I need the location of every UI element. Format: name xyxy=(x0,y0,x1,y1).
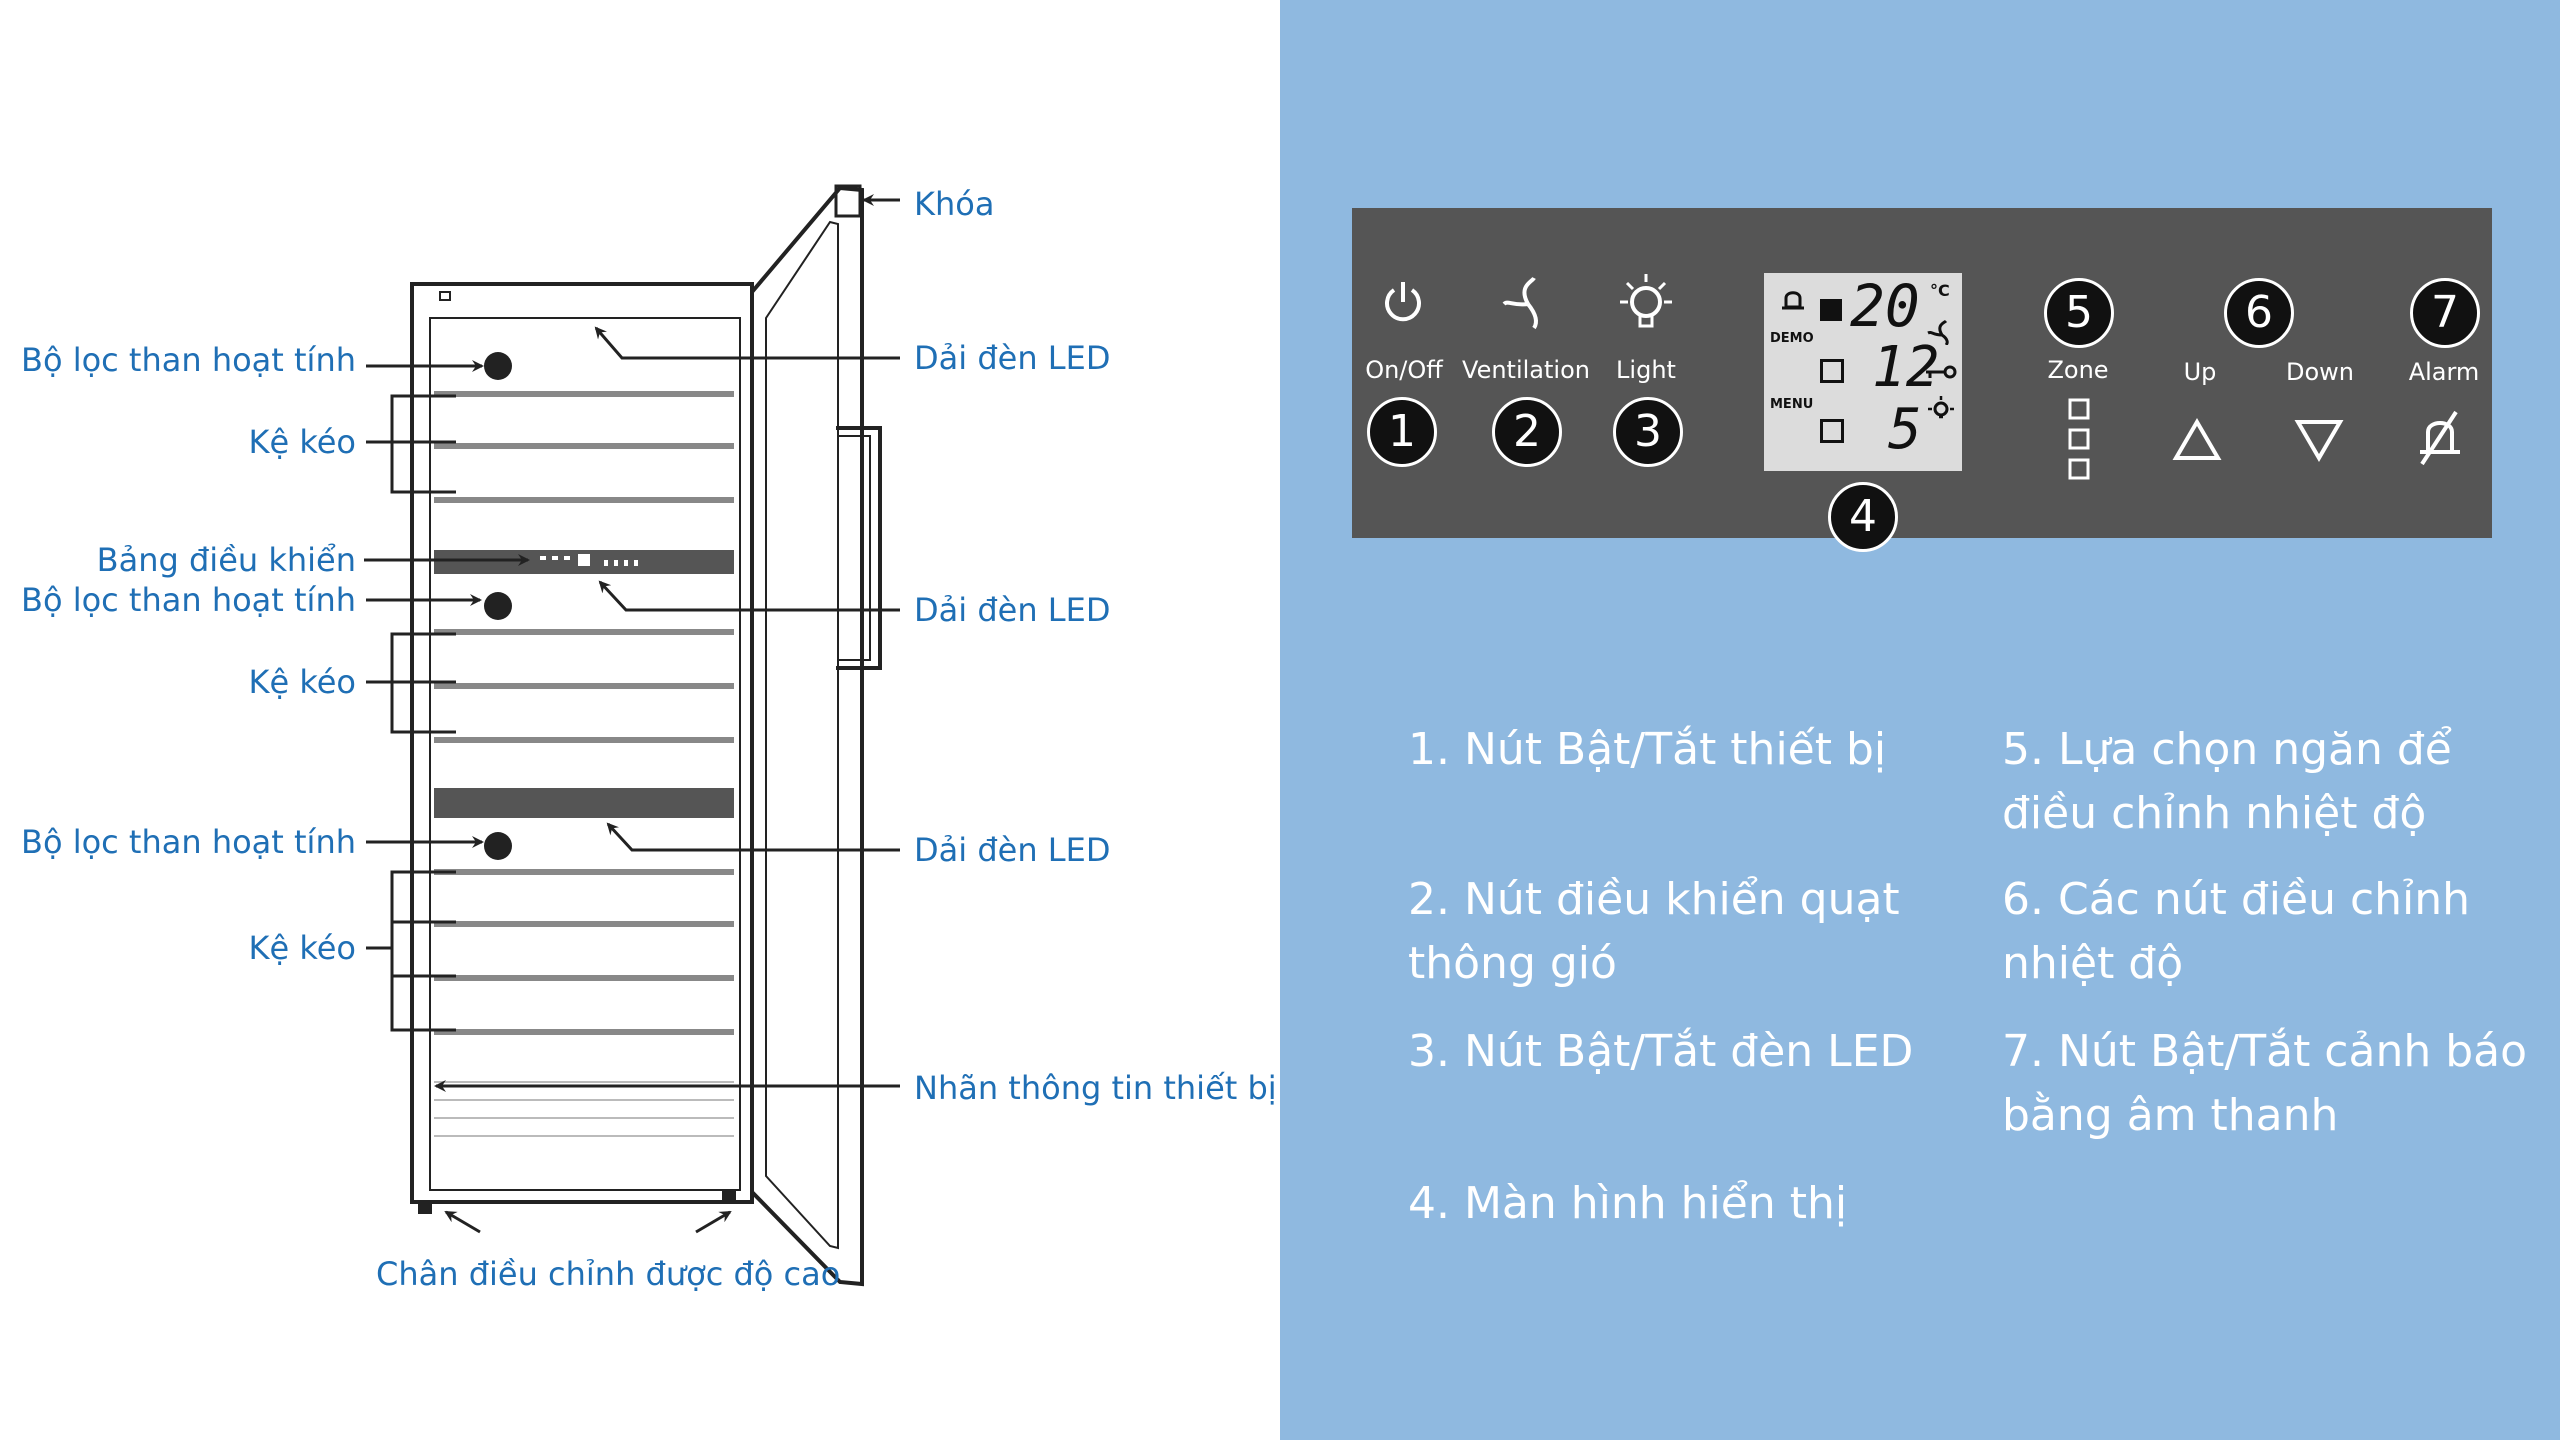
number-badge-6: 6 xyxy=(2224,278,2294,348)
caption-alarm: Alarm xyxy=(2408,358,2480,386)
caption-onoff: On/Off xyxy=(1365,356,1443,384)
lcd-temp-3: 5 xyxy=(1888,397,1922,462)
lcd-zone-indicator-2 xyxy=(1820,359,1844,383)
number-badge-5: 5 xyxy=(2044,278,2114,348)
label-shelf-1: Kệ kéo xyxy=(248,423,357,461)
shelves xyxy=(434,391,734,1035)
desc-6-line2: nhiệt độ xyxy=(2002,938,2184,989)
desc-2-line2: thông gió xyxy=(1408,938,1617,989)
desc-7-line1: 7. Nút Bật/Tắt cảnh báo xyxy=(2002,1026,2528,1077)
label-carbon-filter-3: Bộ lọc than hoạt tính xyxy=(20,823,356,861)
lcd-menu-label: MENU xyxy=(1770,397,1814,412)
desc-1: 1. Nút Bật/Tắt thiết bị xyxy=(1408,724,1887,775)
label-led-1: Dải đèn LED xyxy=(914,339,1111,377)
fridge-drawing xyxy=(364,184,900,1287)
lcd-key-icon xyxy=(1926,365,1957,379)
number-badge-1: 1 xyxy=(1367,397,1437,467)
caption-down: Down xyxy=(2285,358,2354,386)
triangle-up-icon[interactable] xyxy=(2172,418,2222,462)
cabinet-dark-band xyxy=(434,788,734,818)
triangle-down-icon[interactable] xyxy=(2294,418,2344,462)
lcd-zone-indicator-1 xyxy=(1820,299,1842,321)
desc-5-line1: 5. Lựa chọn ngăn để xyxy=(2002,724,2452,775)
lcd-bulb-icon xyxy=(1928,396,1954,419)
number-badge-3: 3 xyxy=(1613,397,1683,467)
lcd-fan-icon xyxy=(1927,319,1949,345)
lcd-display: DEMO MENU 20 12 5 °C xyxy=(1764,273,1962,471)
desc-2-line1: 2. Nút điều khiển quạt xyxy=(1408,874,1900,925)
label-lock: Khóa xyxy=(914,185,995,223)
number-badge-4: 4 xyxy=(1828,482,1898,552)
open-door xyxy=(750,184,882,1287)
lcd-temp-1: 20 xyxy=(1850,272,1920,340)
desc-4: 4. Màn hình hiển thị xyxy=(1408,1178,1848,1229)
caption-light: Light xyxy=(1616,356,1676,384)
alarm-off-icon[interactable] xyxy=(2412,406,2468,468)
label-feet: Chân điều chỉnh được độ cao xyxy=(376,1255,841,1293)
number-badge-7: 7 xyxy=(2410,278,2480,348)
desc-3: 3. Nút Bật/Tắt đèn LED xyxy=(1408,1026,1914,1077)
fan-icon xyxy=(1502,276,1538,330)
label-shelf-3: Kệ kéo xyxy=(248,929,357,967)
bulb-icon xyxy=(1620,274,1672,328)
fridge-diagram-area: Khóa Dải đèn LED Dải đèn LED Dải đèn LED… xyxy=(20,184,1277,1293)
label-info-plate: Nhãn thông tin thiết bị xyxy=(914,1069,1277,1107)
label-carbon-filter-2: Bộ lọc than hoạt tính xyxy=(20,581,356,619)
lcd-temp-2: 12 xyxy=(1872,335,1940,400)
lcd-unit: °C xyxy=(1930,281,1950,300)
label-shelf-2: Kệ kéo xyxy=(248,663,357,701)
caption-up: Up xyxy=(2183,358,2217,386)
desc-7-line2: bằng âm thanh xyxy=(2002,1090,2339,1141)
carbon-filters xyxy=(484,352,512,860)
zone-icon xyxy=(2068,398,2090,480)
caption-ventilation: Ventilation xyxy=(1462,356,1590,384)
desc-5-line2: điều chỉnh nhiệt độ xyxy=(2002,788,2427,839)
lcd-demo-label: DEMO xyxy=(1770,331,1814,346)
label-control-panel: Bảng điều khiển xyxy=(96,541,356,579)
desc-6-line1: 6. Các nút điều chỉnh xyxy=(2002,874,2471,925)
bell-icon xyxy=(1782,291,1804,310)
label-led-2: Dải đèn LED xyxy=(914,591,1111,629)
lcd-zone-indicator-3 xyxy=(1820,419,1844,443)
caption-zone: Zone xyxy=(2047,356,2109,384)
number-badge-2: 2 xyxy=(1492,397,1562,467)
power-icon xyxy=(1385,282,1421,322)
label-carbon-filter-1: Bộ lọc than hoạt tính xyxy=(20,341,356,379)
label-led-3: Dải đèn LED xyxy=(914,831,1111,869)
